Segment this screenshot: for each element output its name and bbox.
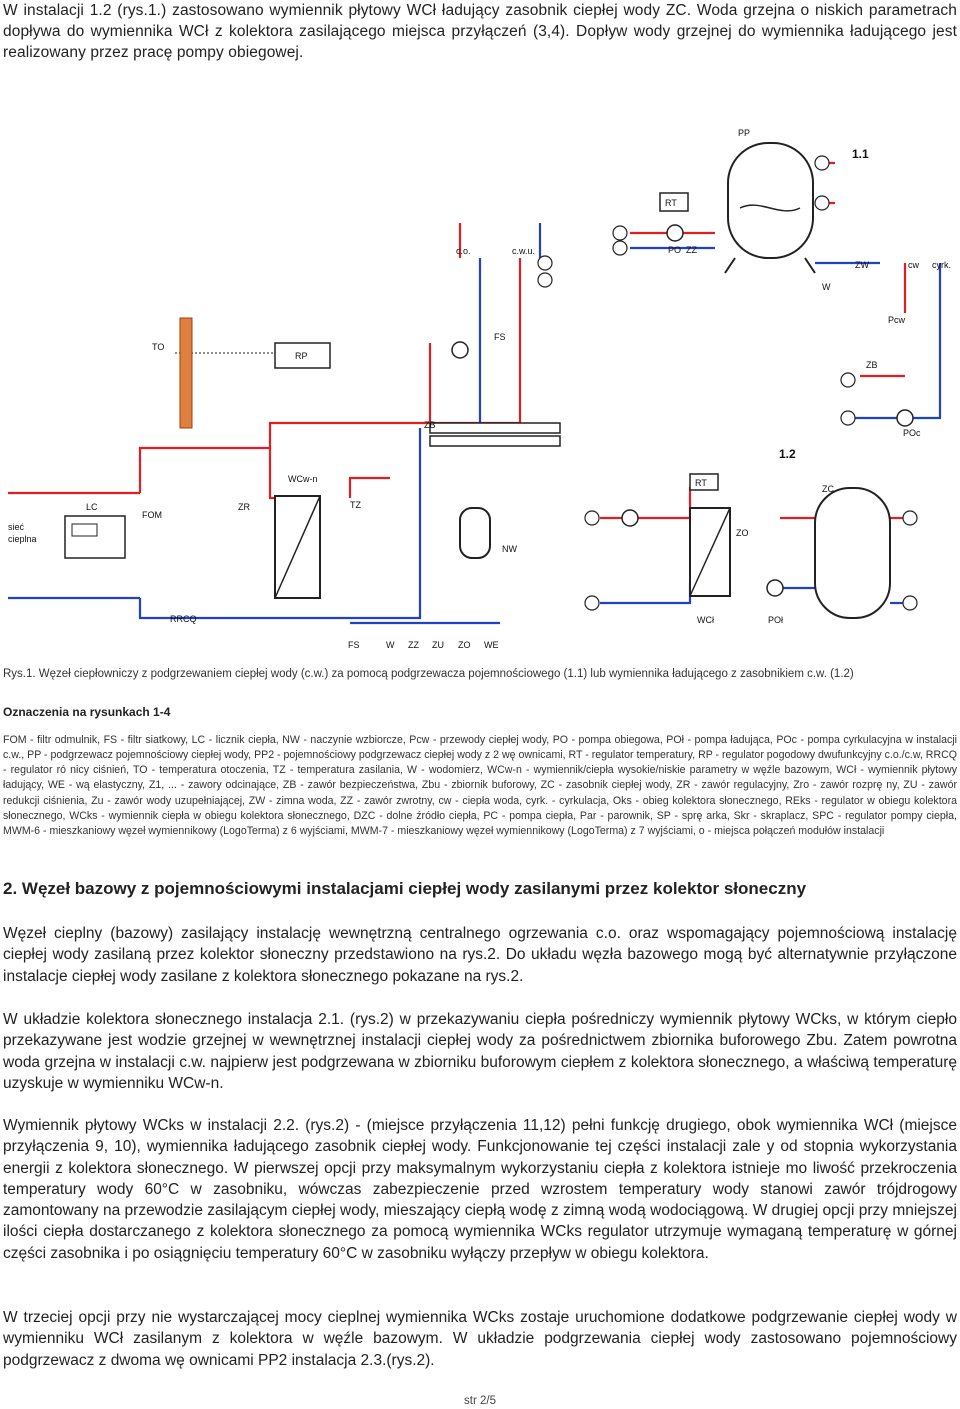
label-co: c.o. (456, 246, 471, 256)
label-zr: ZR (238, 502, 250, 512)
label-siec-2: cieplna (8, 534, 37, 544)
label-bottom-fs: FS (348, 640, 360, 650)
label-pol: POł (768, 615, 783, 625)
label-bottom-w: W (386, 640, 395, 650)
paragraph-2: W układzie kolektora słonecznego instala… (3, 1011, 957, 1092)
label-bottom-zu: ZU (432, 640, 444, 650)
label-zz: ZZ (686, 245, 697, 255)
legend-text: FOM - filtr odmulnik, FS - filtr siatkow… (3, 733, 957, 838)
label-inst-12: 1.2 (779, 447, 796, 461)
distributor (429, 422, 561, 434)
temp-regulator-bottom (689, 473, 719, 491)
brick-wall (179, 317, 193, 429)
label-siec-1: sieć (8, 522, 25, 532)
label-wcwn: WCw-n (288, 474, 318, 484)
label-zw: ZW (855, 260, 869, 270)
label-rrcq: RRCQ (170, 614, 197, 624)
expansion-vessel (459, 507, 491, 559)
label-fs: FS (494, 332, 506, 342)
label-rt-top: RT (665, 198, 677, 208)
label-tz: TZ (350, 500, 361, 510)
label-zc: ZC (822, 484, 834, 494)
label-w: W (822, 282, 831, 292)
figure-caption: Rys.1. Węzeł ciepłowniczy z podgrzewanie… (3, 668, 854, 680)
label-bottom-zz: ZZ (408, 640, 419, 650)
tank-pp (724, 142, 816, 274)
label-to: TO (152, 342, 164, 352)
label-poc: POc (903, 428, 921, 438)
heating-node-diagram: PP 1.1 RT PO ZZ ZW W cw cyrk. Pcw ZB POc… (8, 128, 951, 650)
paragraph-3: Wymiennik płytowy WCks w instalacji 2.2.… (3, 1117, 957, 1262)
page-number: str 2/5 (464, 1395, 496, 1407)
pump-po-top (666, 224, 684, 242)
heat-meter (64, 515, 126, 559)
label-po: PO (668, 245, 681, 255)
label-zb: ZB (866, 360, 878, 370)
label-wcl: WCł (697, 615, 714, 625)
label-rt-bottom: RT (695, 478, 707, 488)
label-pcw: Pcw (888, 315, 906, 325)
label-inst-11: 1.1 (852, 147, 869, 161)
weather-regulator (274, 342, 331, 369)
tank-zc (814, 487, 891, 619)
pump-pol (766, 579, 784, 597)
legend-title: Oznaczenia na rysunkach 1-4 (3, 705, 171, 719)
label-cw: cw (908, 260, 920, 270)
paragraph-1: Węzeł cieplny (bazowy) zasilający instal… (3, 925, 957, 985)
pump-po (451, 341, 469, 359)
temp-regulator-top (659, 192, 689, 212)
label-lc: LC (86, 502, 98, 512)
label-cyrk: cyrk. (932, 260, 951, 270)
label-rp: RP (295, 351, 308, 361)
paragraph-4: W trzeciej opcji przy nie wystarczającej… (3, 1309, 957, 1369)
label-fom: FOM (142, 510, 162, 520)
section-heading: 2. Węzeł bazowy z pojemnościowymi instal… (3, 879, 807, 898)
label-bottom-we: WE (484, 640, 499, 650)
label-nw: NW (502, 544, 517, 554)
pump-po-bottom (621, 509, 639, 527)
label-pp: PP (738, 128, 750, 138)
pump-poc (896, 409, 914, 427)
label-zo: ZO (736, 528, 749, 538)
label-bottom-zo: ZO (458, 640, 471, 650)
intro-paragraph: W instalacji 1.2 (rys.1.) zastosowano wy… (3, 2, 957, 61)
label-cwu: c.w.u. (512, 246, 535, 256)
label-zb2: ZB (424, 420, 436, 430)
